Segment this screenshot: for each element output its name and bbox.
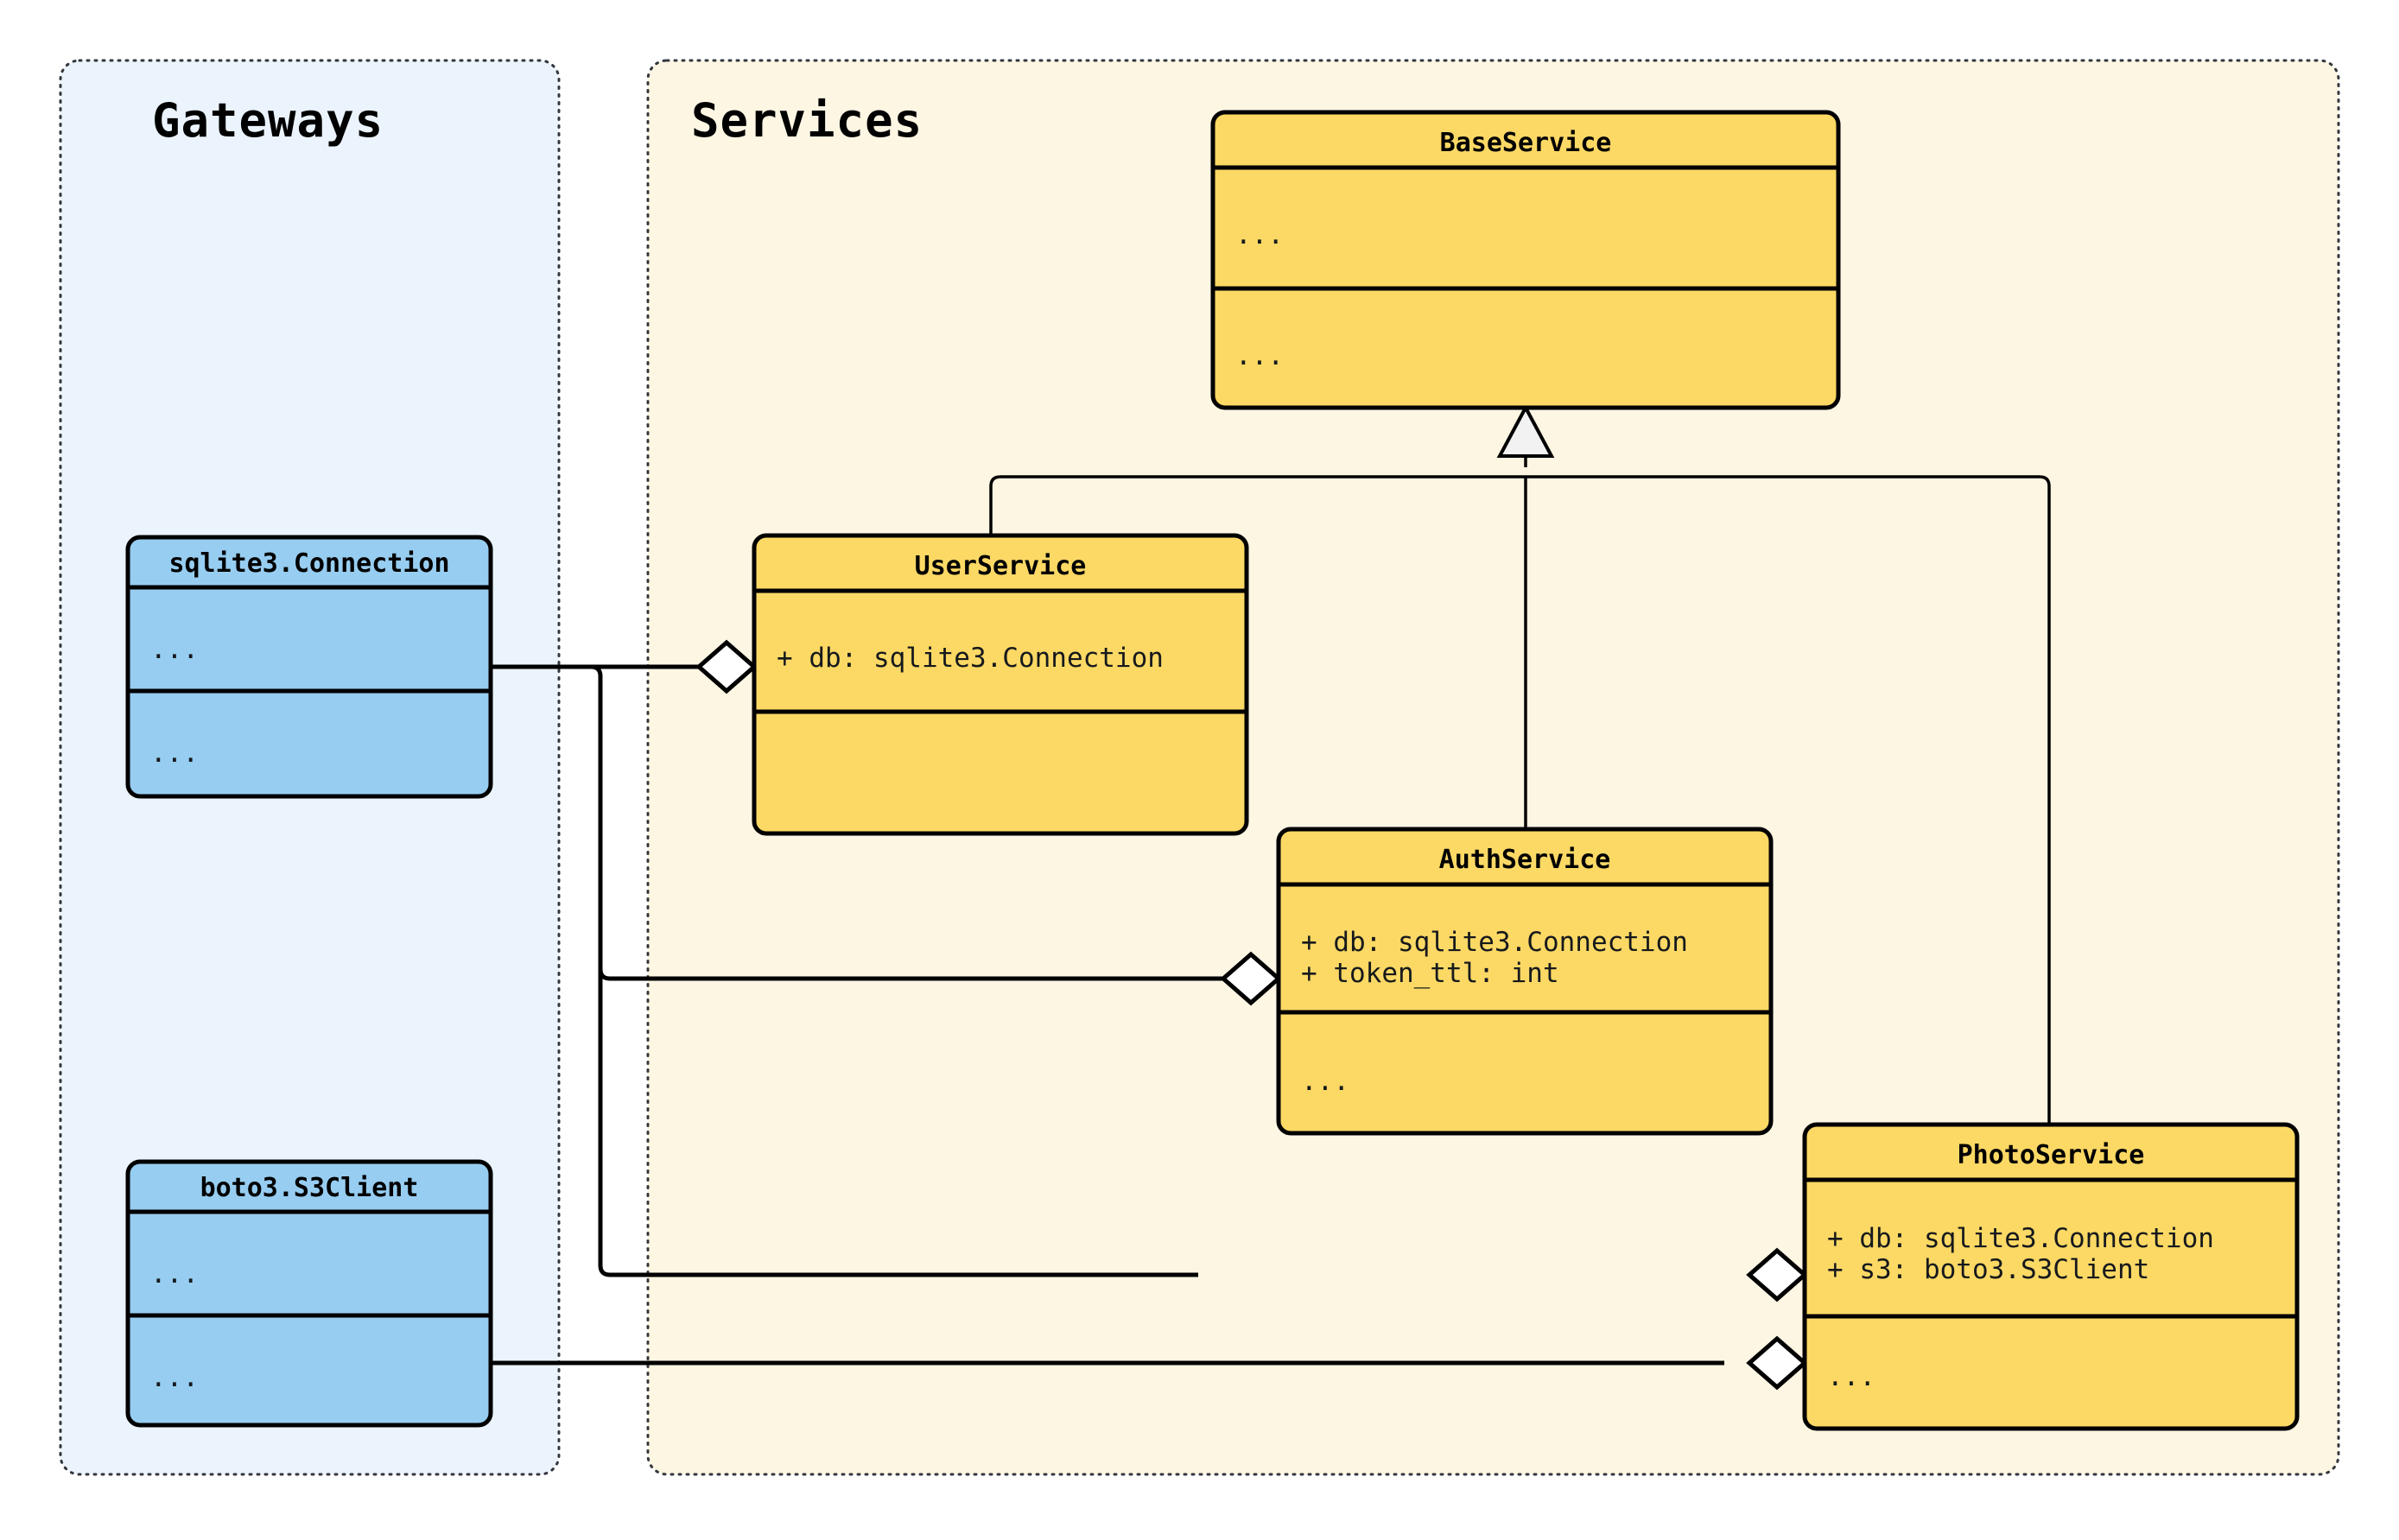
aggregation-diamond-photoservice-db xyxy=(1746,1247,1808,1302)
class-boto3-s3client-method: ... xyxy=(150,1362,199,1393)
class-userservice-title: UserService xyxy=(915,551,1087,581)
class-baseservice-title: BaseService xyxy=(1440,128,1612,158)
class-sqlite3-connection-method: ... xyxy=(150,738,199,769)
class-box-photoservice[interactable]: PhotoService + db: sqlite3.Connection + … xyxy=(1802,1122,2300,1431)
class-authservice-attribute-0: + db: sqlite3.Connection xyxy=(1301,927,1688,958)
aggregation-diamond-userservice xyxy=(695,639,758,694)
class-userservice-attribute: + db: sqlite3.Connection xyxy=(777,643,1164,674)
inheritance-branch-userservice xyxy=(989,475,1001,536)
inheritance-edges xyxy=(989,403,2051,1125)
inheritance-triangle-icon xyxy=(1496,403,1555,458)
class-photoservice-frame xyxy=(1802,1122,2300,1431)
class-baseservice-attribute: ... xyxy=(1235,219,1284,250)
class-sqlite3-connection-frame xyxy=(125,535,493,799)
class-boto3-s3client-frame xyxy=(125,1159,493,1428)
class-authservice-frame xyxy=(1276,827,1774,1136)
class-photoservice-attribute-1: + s3: boto3.S3Client xyxy=(1827,1254,2149,1285)
aggregation-edges xyxy=(491,639,1808,1391)
class-photoservice-title: PhotoService xyxy=(1958,1140,2145,1170)
package-services: Services xyxy=(646,59,2340,1476)
class-photoservice-method: ... xyxy=(1827,1361,1875,1392)
aggregation-diamond-authservice xyxy=(1220,951,1282,1006)
class-box-userservice[interactable]: UserService + db: sqlite3.Connection xyxy=(752,533,1249,836)
class-box-baseservice[interactable]: BaseService ... ... xyxy=(1210,110,1841,410)
package-gateways-title: Gateways xyxy=(152,93,384,148)
inheritance-branch-photoservice xyxy=(2039,475,2051,1125)
class-authservice-attribute-1: + token_ttl: int xyxy=(1301,958,1559,989)
aggregation-line-authservice-sqlite3 xyxy=(598,968,1231,981)
package-services-border xyxy=(646,59,2340,1476)
class-sqlite3-connection-attribute: ... xyxy=(150,634,199,665)
class-box-authservice[interactable]: AuthService + db: sqlite3.Connection + t… xyxy=(1276,827,1774,1136)
class-authservice-title: AuthService xyxy=(1439,845,1611,875)
class-baseservice-method: ... xyxy=(1235,340,1284,371)
package-services-title: Services xyxy=(691,93,923,148)
class-boto3-s3client-title: boto3.S3Client xyxy=(200,1173,419,1203)
class-box-sqlite3-connection[interactable]: sqlite3.Connection ... ... xyxy=(125,535,493,799)
class-sqlite3-connection-title: sqlite3.Connection xyxy=(168,548,449,579)
aggregation-diamond-photoservice-s3 xyxy=(1746,1335,1808,1391)
class-authservice-method: ... xyxy=(1301,1066,1349,1097)
class-baseservice-frame xyxy=(1210,110,1841,410)
class-photoservice-attribute-0: + db: sqlite3.Connection xyxy=(1827,1223,2214,1254)
class-boto3-s3client-attribute: ... xyxy=(150,1258,199,1290)
aggregation-bus-sqlite3 xyxy=(590,664,1198,1277)
class-userservice-frame xyxy=(752,533,1249,836)
class-box-boto3-s3client[interactable]: boto3.S3Client ... ... xyxy=(125,1159,493,1428)
